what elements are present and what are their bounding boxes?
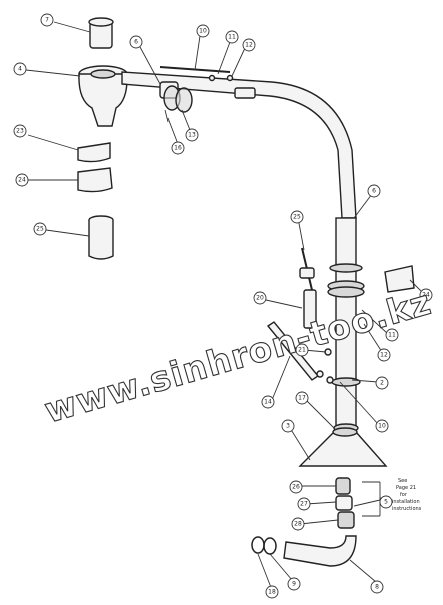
callout-label: 12	[380, 352, 388, 359]
sleeve-part-23	[77, 142, 111, 163]
callout-label: 7	[45, 17, 49, 24]
installation-note: See Page 21 for installation instruction…	[392, 478, 422, 512]
small-fittings-part	[316, 348, 334, 384]
callout-label: 18	[268, 589, 276, 596]
callout-label: 12	[245, 42, 253, 49]
hopper-body-part	[78, 65, 128, 127]
callout: 25	[290, 210, 304, 224]
callout: 13	[185, 128, 199, 142]
auger-tube-part	[121, 71, 357, 219]
callout: 3	[281, 419, 295, 433]
callout: 11	[385, 328, 399, 342]
callout-label: 8	[375, 584, 379, 591]
callout-label: 16	[174, 145, 182, 152]
callout-label: 2	[380, 380, 384, 387]
note-line: Page 21	[396, 485, 416, 491]
callout: 11	[225, 30, 239, 44]
side-bracket-part	[384, 265, 415, 293]
callout: 7	[40, 13, 54, 27]
callout-label: 4	[18, 66, 22, 73]
callout: 16	[171, 141, 185, 155]
elbow-hose-part	[283, 535, 357, 567]
callout-label: 21	[298, 347, 306, 354]
clamp-ring-part	[163, 85, 193, 123]
callout-label: 24	[18, 177, 26, 184]
callout: 25	[33, 222, 47, 236]
callout: 14	[261, 395, 275, 409]
callout: 10	[196, 24, 210, 38]
callout: 2	[375, 376, 389, 390]
watermark-text: www.sinhron-too.kz	[40, 283, 436, 432]
callout-label: 25	[36, 226, 44, 233]
callout-label: 24	[422, 292, 430, 299]
callout: 27	[297, 497, 311, 511]
sleeve-part-24	[77, 167, 113, 193]
cap-tube-part	[88, 17, 114, 49]
funnel-base-part	[298, 427, 388, 467]
callout: 20	[253, 291, 267, 305]
callout-label: 6	[372, 188, 376, 195]
callout: 5	[379, 495, 393, 509]
callout: 21	[295, 343, 309, 357]
callout-label: 3	[286, 423, 290, 430]
callout: 18	[265, 585, 279, 599]
callout-label: 17	[298, 395, 306, 402]
callout-label: 11	[388, 332, 396, 339]
callout: 24	[15, 173, 29, 187]
note-line: for	[400, 492, 408, 498]
callout: 9	[287, 577, 301, 591]
coupler-stack-part	[335, 477, 355, 529]
shaft-part	[299, 247, 317, 329]
callout-label: 23	[16, 128, 24, 135]
callout-label: 11	[228, 34, 236, 41]
note-line: See	[398, 478, 407, 484]
callout: 12	[377, 348, 391, 362]
callout-label: 5	[384, 499, 388, 506]
callout: 24	[419, 288, 433, 302]
callout-label: 27	[300, 501, 308, 508]
callout: 17	[295, 391, 309, 405]
callout: 28	[291, 517, 305, 531]
callout-label: 14	[264, 399, 272, 406]
callout-label: 10	[199, 28, 207, 35]
callout-label: 25	[293, 214, 301, 221]
callout-label: 6	[134, 39, 138, 46]
callout: 26	[289, 480, 303, 494]
note-line: installation	[392, 499, 420, 505]
callout: 23	[13, 124, 27, 138]
sleeve-part-25	[88, 215, 114, 260]
leader-lines	[25, 21, 423, 591]
callout-label: 9	[292, 581, 296, 588]
callout: 10	[375, 419, 389, 433]
callout-label: 10	[378, 423, 386, 430]
callout: 6	[367, 184, 381, 198]
callout-label: 28	[294, 521, 302, 528]
callout-label: 26	[292, 484, 300, 491]
callout: 8	[370, 580, 384, 594]
callout-label: 13	[188, 132, 196, 139]
callout: 4	[13, 62, 27, 76]
note-line: instructions	[392, 506, 422, 512]
callout: 6	[129, 35, 143, 49]
callout: 12	[242, 38, 256, 52]
callout-label: 20	[256, 295, 264, 302]
o-rings-part	[251, 536, 277, 555]
